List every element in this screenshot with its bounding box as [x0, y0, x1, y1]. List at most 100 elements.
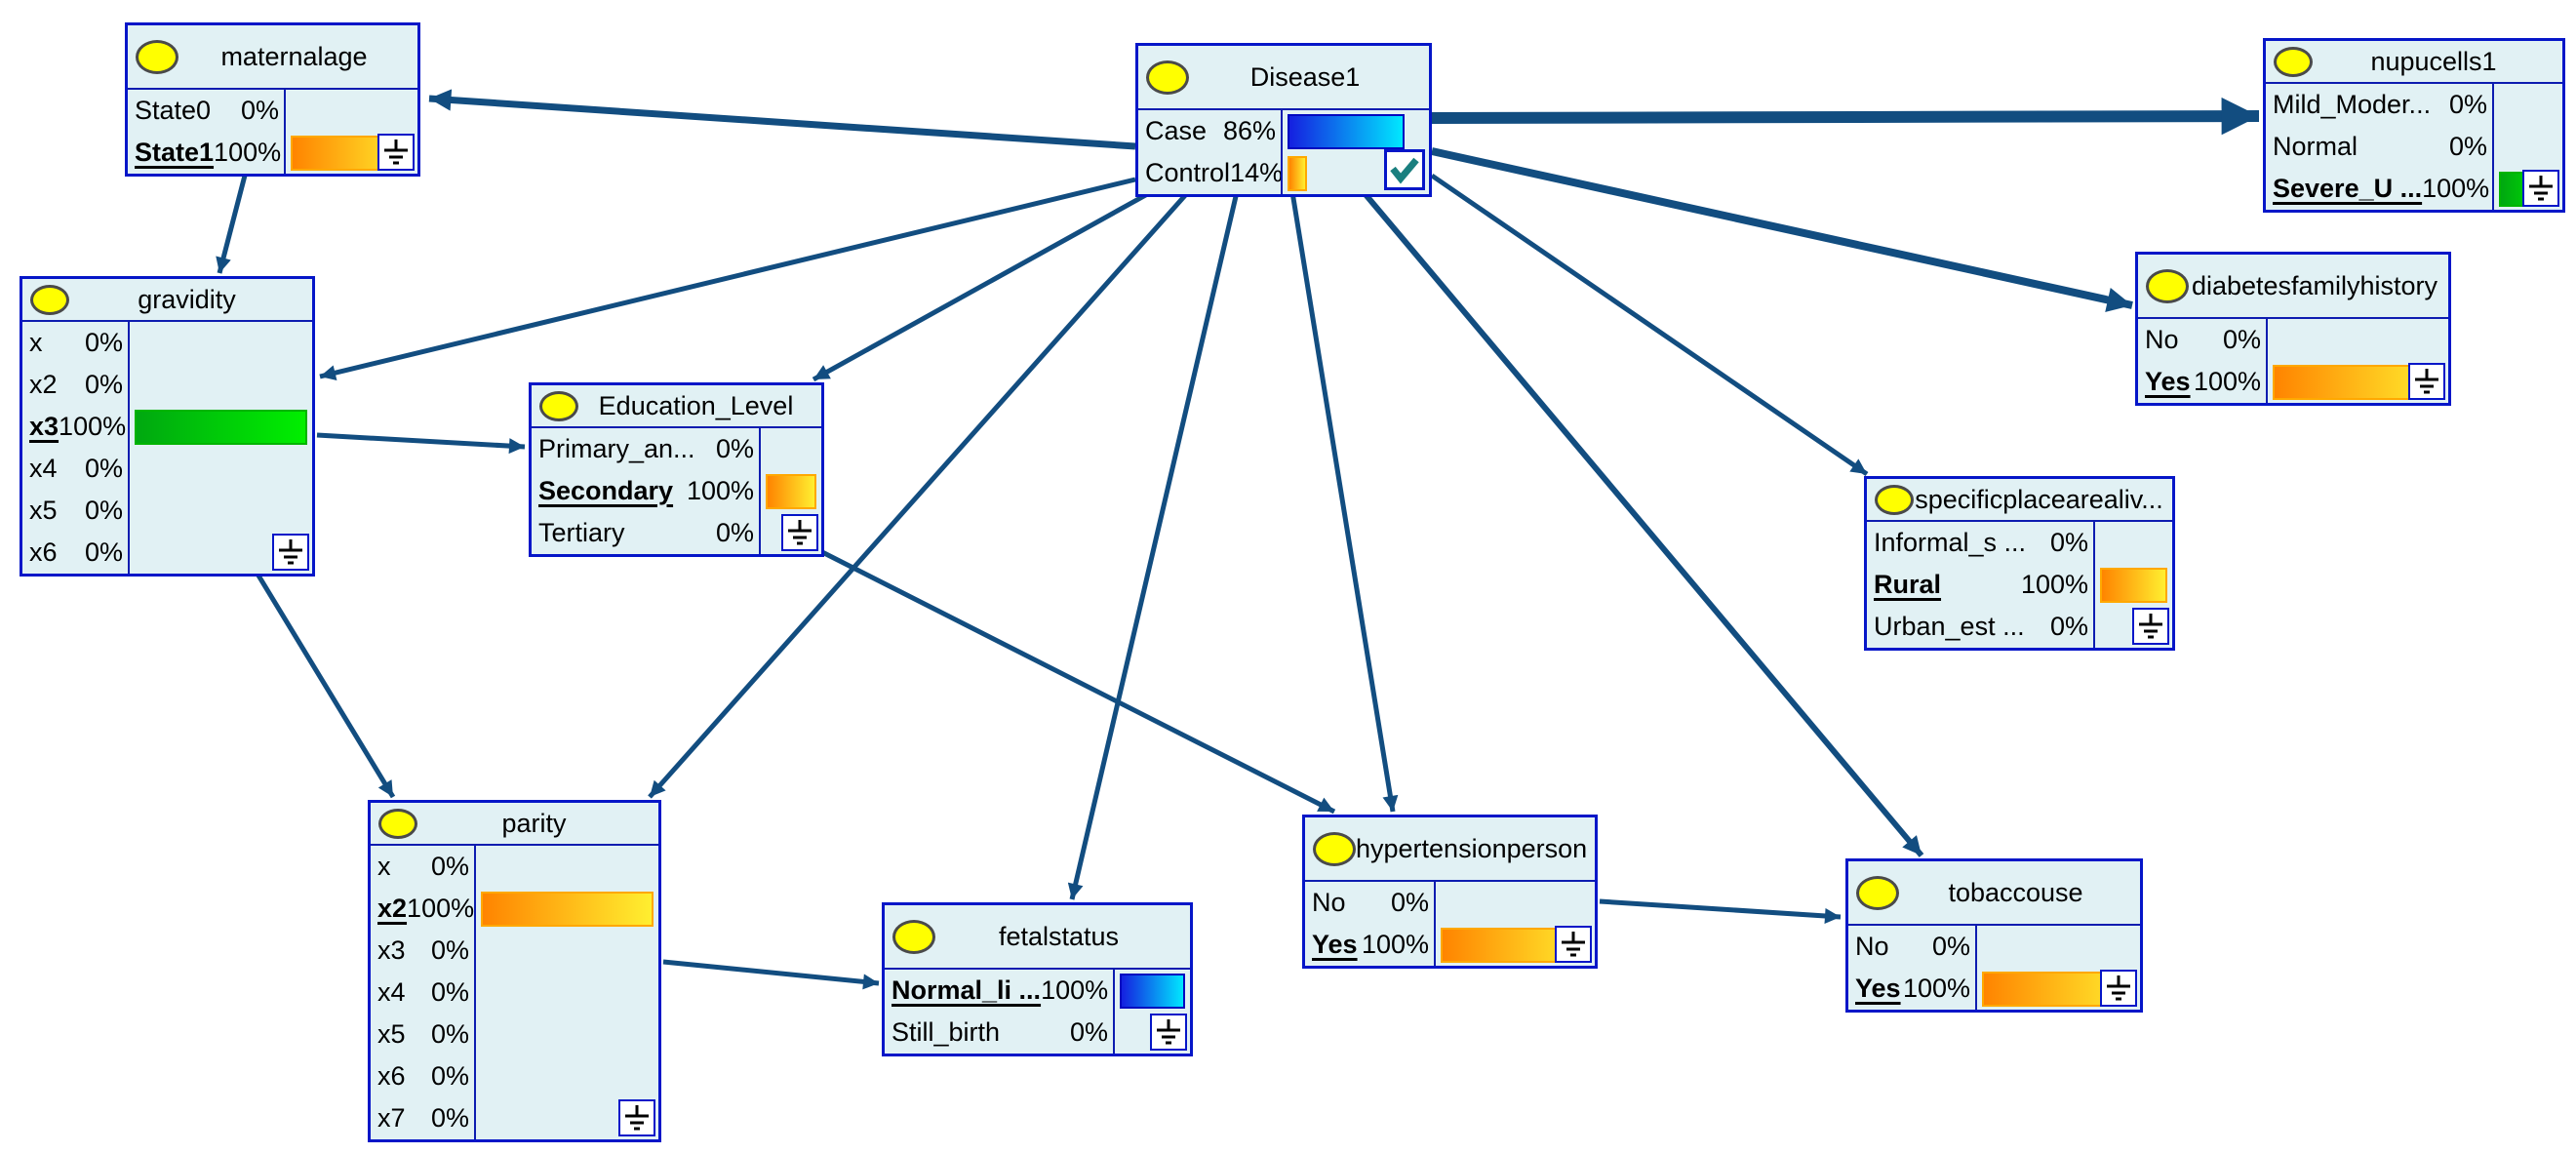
- state-label: State0: [135, 96, 212, 125]
- node-titlebar[interactable]: maternalage: [128, 25, 417, 90]
- edge-Disease1-to-diabetesfamilyhistory[interactable]: [1431, 147, 2133, 312]
- barchart-view-icon[interactable]: [377, 134, 415, 171]
- state-bars: [759, 428, 821, 554]
- state-row-primaryan[interactable]: Primary_an...0%: [532, 428, 759, 470]
- bar-slot: [1288, 152, 1424, 194]
- state-row-informals[interactable]: Informal_s ...0%: [1867, 522, 2093, 564]
- node-titlebar[interactable]: specificplacearealiv...: [1867, 479, 2172, 522]
- state-row-normalli[interactable]: Normal_li ...100%: [885, 970, 1113, 1012]
- node-titlebar[interactable]: tobaccouse: [1848, 861, 2140, 926]
- barchart-view-icon[interactable]: [272, 534, 309, 571]
- state-row-mildmoder[interactable]: Mild_Moder...0%: [2266, 84, 2492, 126]
- state-row-severeu[interactable]: Severe_U ...100%: [2266, 168, 2492, 210]
- edge-Disease1-to-nupucells1[interactable]: [1431, 97, 2260, 136]
- edge-Disease1-to-specificplacearealiv[interactable]: [1430, 173, 1869, 477]
- edge-maternalage-to-gravidity[interactable]: [216, 171, 249, 274]
- barchart-view-icon[interactable]: [618, 1099, 655, 1136]
- barchart-view-icon[interactable]: [781, 514, 818, 551]
- node-titlebar[interactable]: fetalstatus: [885, 905, 1190, 970]
- edge-Disease1-to-tobaccouse[interactable]: [1361, 190, 1924, 857]
- node-titlebar[interactable]: gravidity: [22, 279, 312, 322]
- edge-Disease1-to-hypertensionperson[interactable]: [1289, 191, 1399, 813]
- node-title: Disease1: [1249, 61, 1361, 92]
- state-label: No: [1312, 888, 1346, 917]
- state-percent: 0%: [715, 518, 754, 547]
- edge-Disease1-to-Education_Level[interactable]: [812, 189, 1153, 382]
- edge-parity-to-fetalstatus[interactable]: [662, 959, 880, 990]
- barchart-view-icon[interactable]: [2132, 608, 2169, 645]
- node-titlebar[interactable]: Disease1: [1138, 46, 1429, 110]
- probability-bar: [2100, 567, 2167, 603]
- barchart-view-icon[interactable]: [2100, 970, 2137, 1007]
- node-oval-icon: [2274, 46, 2313, 77]
- bar-slot: [481, 930, 654, 972]
- barchart-view-icon[interactable]: [1555, 926, 1592, 963]
- edge-Disease1-to-parity[interactable]: [648, 190, 1190, 799]
- node-specificplacearealiv[interactable]: specificplacearealiv...Informal_s ...0%R…: [1864, 476, 2175, 651]
- edge-gravidity-to-Education_Level[interactable]: [316, 432, 526, 455]
- node-titlebar[interactable]: diabetesfamilyhistory: [2138, 255, 2448, 319]
- bar-slot: [135, 322, 307, 364]
- node-titlebar[interactable]: Education_Level: [532, 385, 821, 428]
- node-titlebar[interactable]: hypertensionperson...: [1305, 817, 1595, 882]
- barchart-view-icon[interactable]: [1150, 1014, 1187, 1051]
- barchart-view-icon[interactable]: [2522, 170, 2559, 207]
- edge-Disease1-to-fetalstatus[interactable]: [1067, 191, 1240, 900]
- edge-Education_Level-to-hypertensionperson[interactable]: [820, 549, 1336, 815]
- edge-hypertensionperson-to-tobaccouse[interactable]: [1599, 898, 1842, 924]
- edge-Disease1-to-maternalage[interactable]: [428, 89, 1136, 150]
- state-row-urbanest[interactable]: Urban_est ...0%: [1867, 606, 2093, 648]
- evidence-checkmark-icon[interactable]: [1384, 149, 1425, 190]
- edge-gravidity-to-parity[interactable]: [253, 569, 396, 799]
- state-percent: 0%: [2049, 612, 2088, 641]
- edge-Disease1-to-gravidity[interactable]: [319, 177, 1136, 381]
- state-label: x4: [377, 977, 406, 1007]
- node-titlebar[interactable]: nupucells1: [2266, 41, 2562, 84]
- node-titlebar[interactable]: parity: [371, 803, 658, 846]
- node-oval-icon: [539, 390, 578, 421]
- barchart-view-icon[interactable]: [2408, 363, 2445, 400]
